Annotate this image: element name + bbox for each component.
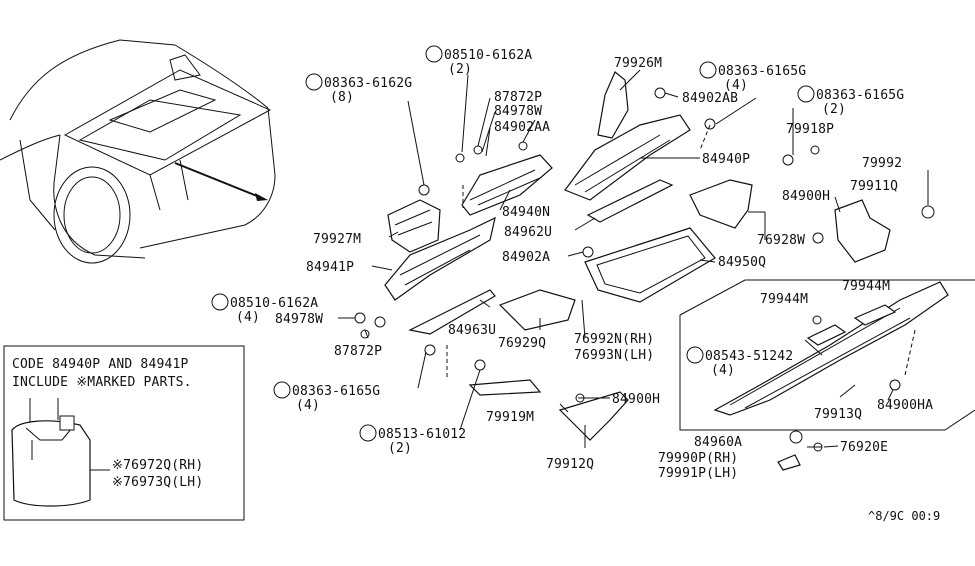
label-08363-6165g-a-qty: (4) <box>724 78 748 93</box>
label-76928w: 76928W <box>757 233 805 248</box>
label-08543-51242-qty: (4) <box>711 363 735 378</box>
label-79926m: 79926M <box>614 56 662 71</box>
label-08363-6165g-b-qty: (2) <box>822 102 846 117</box>
label-84902a: 84902A <box>502 250 550 265</box>
label-79911q: 79911Q <box>850 179 898 194</box>
part-79944m-1 <box>806 324 847 346</box>
label-87872p-top: 87872P <box>494 90 542 105</box>
label-79991p-lh: 79991P(LH) <box>658 466 738 481</box>
diagram-code: ^8/9C 00:9 <box>868 509 940 523</box>
label-84902ab: 84902AB <box>682 91 738 106</box>
standard-part-markers <box>211 45 815 442</box>
label-79913q: 79913Q <box>814 407 862 422</box>
fasteners <box>354 87 935 471</box>
vehicle-rear-illustration <box>0 39 276 264</box>
part-79944m-2 <box>853 304 897 326</box>
inset-part-76972q-rh: ※76972Q(RH) <box>112 458 203 473</box>
label-76920e: 76920E <box>840 440 888 455</box>
part-76929q <box>498 289 576 331</box>
label-84978w-top: 84978W <box>494 104 542 119</box>
label-08510-6162a-top: 08510-6162A <box>444 48 532 63</box>
part-labels: 08510-6162A (2) 08363-6162G (8) 87872P 8… <box>230 48 933 481</box>
label-08543-51242: 08543-51242 <box>705 349 793 364</box>
part-84940p <box>564 114 691 201</box>
label-79912q: 79912Q <box>546 457 594 472</box>
label-08363-6162g: 08363-6162G <box>324 76 412 91</box>
part-84941p <box>384 216 496 301</box>
part-79926m <box>597 71 629 139</box>
label-84963u: 84963U <box>448 323 496 338</box>
label-87872p-left: 87872P <box>334 344 382 359</box>
part-84962u <box>586 179 674 223</box>
part-84963u <box>408 289 496 335</box>
label-84960a: 84960A <box>694 435 742 450</box>
label-76992n-rh: 76992N(RH) <box>574 332 654 347</box>
mud-guard-drawing <box>11 398 110 507</box>
label-08510-6162a-top-qty: (2) <box>448 62 472 77</box>
label-79992: 79992 <box>862 156 902 171</box>
label-84950q: 84950Q <box>718 255 766 270</box>
part-84940n <box>461 154 553 216</box>
label-84962u: 84962U <box>504 225 552 240</box>
label-79990p-rh: 79990P(RH) <box>658 451 738 466</box>
label-08513-61012-qty: (2) <box>388 441 412 456</box>
label-84902aa: 84902AA <box>494 120 550 135</box>
part-79913q <box>713 281 949 416</box>
label-84941p: 84941P <box>306 260 354 275</box>
label-84940p: 84940P <box>702 152 750 167</box>
label-76929q: 76929Q <box>498 336 546 351</box>
label-84978w-left: 84978W <box>275 312 323 327</box>
label-08363-6165g-a: 08363-6165G <box>718 64 806 79</box>
label-79944m-left: 79944M <box>760 292 808 307</box>
label-79918p: 79918P <box>786 122 834 137</box>
inset-note-line-1: CODE 84940P AND 84941P <box>12 357 189 372</box>
label-08363-6165g-c: 08363-6165G <box>292 384 380 399</box>
label-79944m-right: 79944M <box>842 279 890 294</box>
part-79911q <box>834 199 891 263</box>
part-79912q <box>558 391 629 441</box>
label-79919m: 79919M <box>486 410 534 425</box>
label-84900h-right: 84900H <box>782 189 830 204</box>
inset-note-line-2: INCLUDE ※MARKED PARTS. <box>12 375 192 390</box>
part-79927m <box>387 199 441 253</box>
leader-lines <box>338 69 975 448</box>
label-08510-6162a-left-qty: (4) <box>236 310 260 325</box>
label-79927m: 79927M <box>313 232 361 247</box>
label-08513-61012: 08513-61012 <box>378 427 466 442</box>
label-84940n: 84940N <box>502 205 550 220</box>
part-76928w <box>689 179 753 229</box>
label-08363-6165g-c-qty: (4) <box>296 398 320 413</box>
label-08363-6165g-b: 08363-6165G <box>816 88 904 103</box>
label-08510-6162a-left: 08510-6162A <box>230 296 318 311</box>
label-76993n-lh: 76993N(LH) <box>574 348 654 363</box>
inset-note-box: CODE 84940P AND 84941P INCLUDE ※MARKED P… <box>3 345 245 521</box>
label-84900ha: 84900HA <box>877 398 933 413</box>
part-84950q <box>584 227 716 303</box>
label-84900h-bottom: 84900H <box>612 392 660 407</box>
part-79919m <box>468 379 542 396</box>
inset-part-76973q-lh: ※76973Q(LH) <box>112 475 203 490</box>
label-08363-6162g-qty: (8) <box>330 90 354 105</box>
